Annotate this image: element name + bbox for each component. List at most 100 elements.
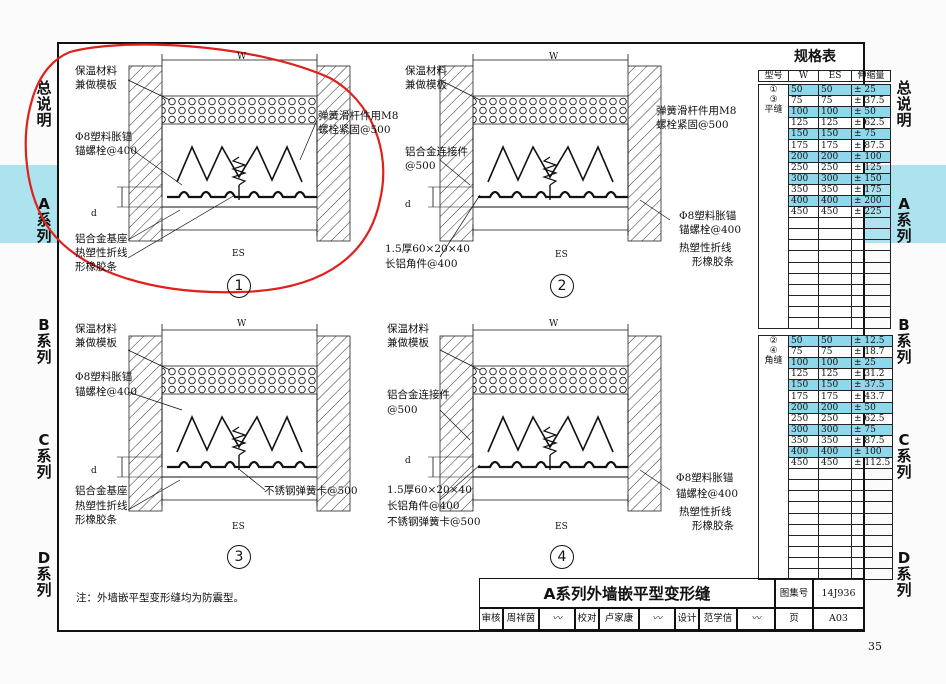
drawing-title: A系列外墙嵌平型变形缝	[479, 578, 775, 608]
table-row	[759, 239, 891, 252]
table-row	[759, 501, 894, 514]
d2-strip-label-1: 热塑性折线	[679, 242, 732, 254]
spec-empty-cell	[818, 545, 852, 558]
spec-cell: 175	[788, 139, 819, 152]
table-row	[759, 316, 891, 330]
spec-empty-cell	[788, 228, 819, 241]
tab-d-series-left[interactable]: D系列	[36, 549, 52, 599]
spec-empty-cell	[850, 567, 894, 581]
spec-cell: 350	[818, 183, 852, 196]
spec-cell: 350	[818, 434, 852, 447]
spec-empty-cell	[850, 534, 894, 547]
d4-strip-label-1: 热塑性折线	[679, 506, 732, 518]
spec-empty-cell	[818, 523, 852, 536]
tab-general-left[interactable]: 总说明	[36, 79, 52, 129]
atlas-number-label: 图集号	[775, 578, 813, 608]
spec-cell: ± 37.5	[850, 379, 894, 392]
spec-empty-cell	[850, 523, 894, 536]
spec-cell: ± 87.5	[851, 139, 891, 152]
spec-cell: 100	[818, 357, 852, 370]
spec-cell: 450	[788, 457, 819, 470]
d1-insulation-label: 保温材料	[75, 65, 117, 77]
spec-empty-cell	[818, 228, 852, 241]
d1-spring-label-2: 螺栓紧固@500	[318, 124, 391, 136]
spec-cell: 100	[788, 357, 819, 370]
spec-cell: 350	[788, 183, 819, 196]
spec-cell: ± 150	[851, 172, 891, 185]
detail-2-number: 2	[550, 274, 574, 298]
spec-empty-cell	[788, 501, 819, 514]
d3-d-dim: d	[91, 466, 97, 476]
spec-empty-cell	[788, 272, 819, 285]
spec-cell: 175	[818, 390, 852, 403]
spec-empty-cell	[850, 556, 894, 569]
spec-empty-cell	[818, 512, 852, 525]
spec-cell: 250	[818, 161, 852, 174]
d4-clip-label: 不锈钢弹簧卡@500	[387, 516, 481, 528]
spec-cell: 75	[788, 346, 819, 359]
spec-empty-cell	[788, 217, 819, 230]
spec-cell: 75	[788, 95, 819, 108]
review-label: 审核	[479, 608, 503, 630]
spec-empty-cell	[788, 305, 819, 318]
spec-group-label-line: ②	[769, 336, 778, 346]
reviewer-signature: 〰	[539, 608, 575, 630]
spec-group-label-line: ③	[769, 95, 778, 105]
spec-empty-cell	[850, 545, 894, 558]
spec-cell: ± 37.5	[851, 95, 891, 108]
table-row	[759, 294, 891, 307]
spec-empty-cell	[851, 283, 891, 296]
spec-cell: 75	[818, 346, 852, 359]
d2-es-dim: ES	[555, 250, 568, 260]
spec-empty-cell	[851, 272, 891, 285]
spec-empty-cell	[788, 545, 819, 558]
spec-cell: 50	[788, 83, 819, 97]
page-label: 页	[775, 608, 813, 630]
spec-empty-cell	[851, 316, 891, 330]
spec-empty-cell	[788, 479, 819, 492]
tab-a-series-right[interactable]: A系列	[896, 195, 912, 245]
spec-group-label-line: ④	[769, 346, 778, 356]
spec-empty-cell	[850, 468, 894, 481]
spec-empty-cell	[851, 217, 891, 230]
d2-angle-label-1: 1.5厚60×20×40	[385, 243, 470, 255]
detail-1-number: 1	[227, 274, 251, 298]
page-code: A03	[813, 608, 864, 630]
spec-empty-cell	[818, 534, 852, 547]
d2-d-dim: d	[405, 200, 411, 210]
tab-c-series-left[interactable]: C系列	[36, 431, 52, 481]
spec-cell: 50	[818, 83, 852, 97]
spec-empty-cell	[788, 490, 819, 503]
spec-cell: ± 62.5	[851, 117, 891, 130]
spec-empty-cell	[818, 250, 852, 263]
tab-b-series-left[interactable]: B系列	[36, 316, 52, 366]
tab-b-series-right[interactable]: B系列	[896, 316, 912, 366]
spec-empty-cell	[850, 479, 894, 492]
spec-cell: 250	[788, 412, 819, 425]
d4-connector-label-1: 铝合金连接件	[387, 389, 450, 401]
tab-c-series-right[interactable]: C系列	[896, 431, 912, 481]
d1-d-dim: d	[91, 209, 97, 219]
spec-cell: 400	[818, 445, 852, 459]
d4-angle-label-1: 1.5厚60×20×40	[387, 484, 472, 496]
d3-formwork-label: 兼做模板	[75, 337, 117, 349]
tab-d-series-right[interactable]: D系列	[896, 549, 912, 599]
tab-general-right[interactable]: 总说明	[896, 79, 912, 129]
red-annotation-circle	[24, 43, 385, 294]
spec-cell: ± 25	[851, 83, 891, 97]
d4-insulation-label: 保温材料	[387, 323, 429, 335]
note-text: 注：外墙嵌平型变形缝均为防震型。	[76, 592, 244, 604]
spec-empty-cell	[818, 556, 852, 569]
spec-cell: 175	[818, 139, 852, 152]
spec-cell: 175	[788, 390, 819, 403]
atlas-number: 14J936	[813, 578, 864, 608]
spec-cell: 125	[788, 368, 819, 381]
d2-strip-label-2: 形橡胶条	[692, 256, 734, 268]
